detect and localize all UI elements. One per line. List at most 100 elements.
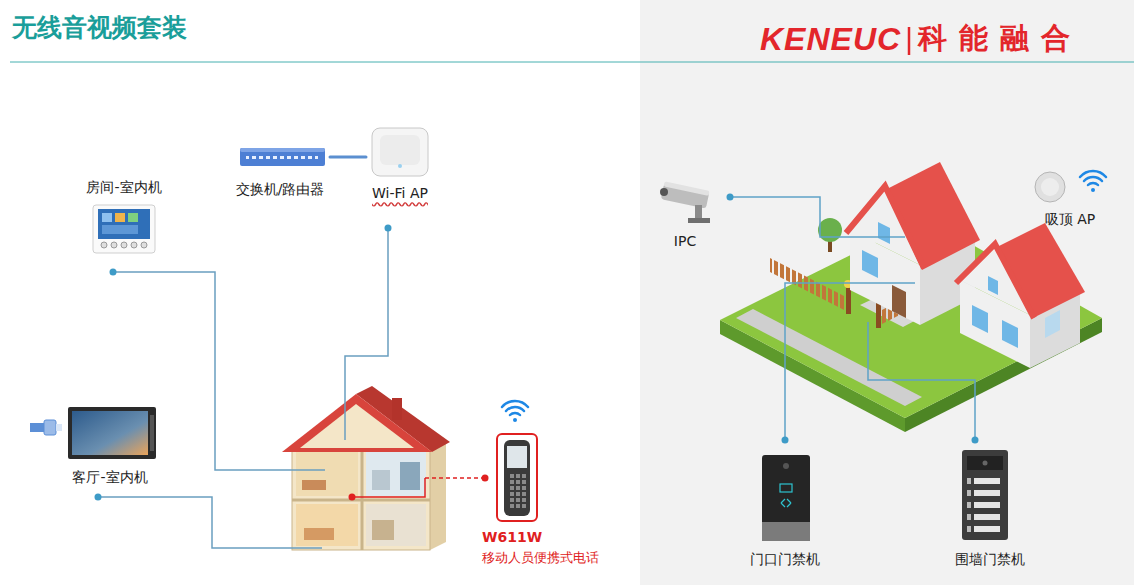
ip-camera: [660, 188, 668, 196]
cutaway-house: [392, 398, 402, 420]
wall-door-station: [974, 514, 1000, 520]
ethernet-plug: [56, 424, 62, 431]
wireless-link: [349, 494, 356, 501]
wall-door-station: [974, 526, 1000, 532]
room-indoor-unit: [128, 213, 138, 222]
wiring: [113, 272, 325, 470]
device-label-box: 门口门禁机: [738, 450, 832, 568]
wire-dot: [727, 194, 979, 444]
wifi-symbol: [1084, 177, 1102, 181]
living-indoor-unit: [68, 407, 156, 459]
node-label: 客厅-室内机: [72, 469, 147, 486]
wall-door-station: [974, 478, 1000, 484]
wall-door-station: [983, 461, 988, 466]
wireless-link: [482, 475, 489, 482]
door-station: [762, 522, 810, 541]
ap-icon: [380, 135, 420, 165]
villa-fence: [846, 288, 851, 314]
ip-camera: [664, 181, 710, 195]
wall-door-station: [967, 456, 1003, 470]
ceiling-ap: [1041, 178, 1059, 196]
wall-door-station: [962, 450, 1008, 540]
villa-ground: [736, 309, 922, 406]
portable-phone: [497, 434, 537, 521]
cutaway-house: [282, 386, 450, 550]
wire-dot: [385, 225, 392, 232]
villa-building: [892, 285, 906, 318]
wire-dot: [110, 269, 117, 276]
ap-icon: [398, 164, 402, 168]
villa-building: [878, 222, 890, 244]
node-label: 吸顶 AP: [1045, 211, 1095, 228]
door-station: [781, 499, 791, 507]
living-indoor-unit: [68, 407, 156, 459]
ceiling-ap: [1035, 172, 1065, 202]
node-label: W611W: [482, 529, 542, 546]
villa-building: [956, 244, 1034, 318]
room-indoor-unit: [98, 209, 150, 239]
switch-icon: [240, 148, 325, 152]
switch-icon: [240, 148, 325, 166]
right-panel: [640, 0, 1134, 585]
villa-building: [1002, 320, 1018, 348]
logo-divider: [909, 27, 910, 55]
wall-door-station: [962, 450, 1008, 540]
cutaway-house: [296, 504, 358, 546]
cutaway-house: [304, 528, 334, 540]
villa-tree: [818, 218, 842, 242]
wire-dot: [95, 494, 102, 501]
portable-phone: [497, 434, 537, 521]
villa-fence: [876, 302, 881, 328]
cutaway-house: [361, 448, 364, 550]
room-indoor-unit: [141, 242, 147, 248]
villa-building: [862, 250, 878, 278]
logo-name: 科能融合: [918, 21, 1082, 56]
room-indoor-unit: [102, 225, 138, 234]
portable-phone: [504, 440, 530, 516]
wifi-symbol: [502, 401, 528, 422]
villa-fence: [770, 258, 848, 312]
wall-door-station: [967, 478, 971, 484]
portable-phone: [508, 474, 526, 510]
villa-building: [972, 305, 988, 333]
diagram-title: 无线音视频套装: [12, 13, 187, 43]
device-label-box: 交换机/路由器: [230, 140, 330, 198]
cutaway-house: [372, 470, 390, 490]
ethernet-plug: [44, 420, 56, 435]
room-indoor-unit: [93, 205, 155, 253]
wifi-symbol: [1091, 188, 1095, 192]
header-rule: [10, 62, 1134, 63]
room-indoor-unit: [111, 242, 117, 248]
node-label: 房间-室内机: [86, 179, 161, 196]
wifi-symbol: [513, 418, 517, 422]
room-indoor-unit: [93, 205, 155, 253]
wiring: [730, 197, 905, 237]
wifi-symbol: [506, 407, 524, 411]
wiring: [98, 228, 388, 548]
cutaway-house: [292, 448, 430, 550]
device-label-box: 客厅-室内机: [58, 402, 162, 486]
ap-icon: [372, 128, 428, 176]
logo-divider: [908, 27, 911, 55]
cutaway-house: [296, 452, 358, 496]
villa-building: [846, 162, 1085, 368]
phone-box: W611W移动人员便携式电话: [482, 406, 620, 566]
wire-dot: [727, 194, 734, 201]
cutaway-house: [282, 394, 432, 452]
room-indoor-unit: [115, 213, 125, 222]
ip-camera: [688, 218, 710, 223]
header-rule: [10, 62, 1134, 63]
ap-icon: [372, 128, 428, 176]
node-label: 门口门禁机: [750, 551, 820, 568]
wiring: [345, 228, 388, 440]
living-indoor-unit: [72, 411, 148, 455]
ethernet-plug: [30, 420, 62, 435]
cutaway-house: [366, 504, 426, 546]
ip-camera: [660, 181, 710, 223]
wiring: [868, 322, 975, 440]
wire-dot: [95, 225, 392, 501]
wall-door-station: [967, 502, 971, 508]
wifi-symbol: [510, 413, 520, 415]
device-label-box: 房间-室内机: [78, 179, 170, 257]
ceiling-ap: [1035, 172, 1065, 202]
